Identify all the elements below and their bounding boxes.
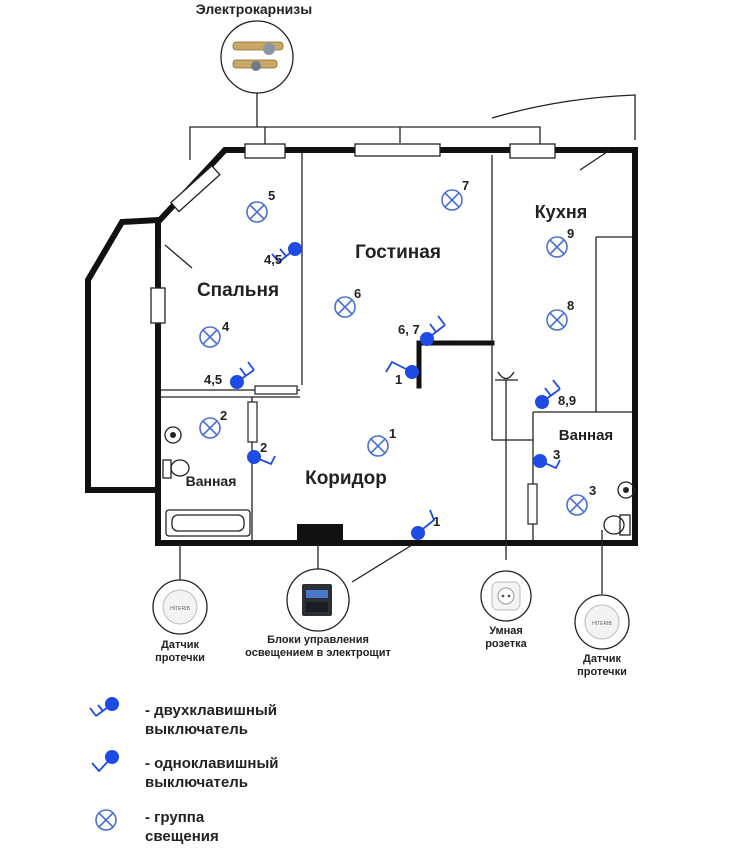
lamp-label: 5 xyxy=(268,188,275,203)
curtain-rods xyxy=(189,93,541,160)
leak-sensor-left-icon: HITERIB xyxy=(152,579,208,635)
switch-label: 4,5 xyxy=(264,252,282,267)
smart-socket-icon xyxy=(480,570,532,622)
legend-double-switch-line1: - двухклавишный xyxy=(145,702,277,719)
leak-sensor-right-caption-2: протечки xyxy=(577,666,627,678)
control-blocks-caption-2: освещением в электрощит xyxy=(245,647,391,659)
room-kitchen: Кухня xyxy=(535,202,588,222)
sensor-brand: HITERIB xyxy=(592,621,612,627)
lamp-icon xyxy=(441,189,463,211)
lamp-icon xyxy=(199,417,221,439)
lamp-icon xyxy=(546,309,568,331)
switch-label: 1 xyxy=(433,514,440,529)
leak-sensor-left-caption-1: Датчик xyxy=(161,639,199,651)
leak-sensor-right-caption-1: Датчик xyxy=(583,653,621,665)
switch-label: 4,5 xyxy=(204,372,222,387)
bath-fixtures-right xyxy=(603,481,635,536)
legend-single-switch-line1: - одноклавишный xyxy=(145,755,278,772)
legend-light-group-line2: свещения xyxy=(145,828,219,845)
double-switch-icon xyxy=(420,315,446,346)
legend-light-group-line1: - группа xyxy=(145,809,205,826)
lamp-label: 1 xyxy=(389,426,396,441)
double-switch-icon xyxy=(271,242,302,263)
legend-lamp-icon xyxy=(95,809,117,831)
control-block-icon xyxy=(286,568,350,632)
legend-double-switch-line2: выключатель xyxy=(145,721,248,738)
control-blocks-caption-1: Блоки управления xyxy=(267,634,369,646)
switch-label: 1 xyxy=(395,372,402,387)
legend-double-switch-icon xyxy=(89,697,119,717)
room-bath-left: Ванная xyxy=(186,473,237,489)
legend: - двухклавишный выключатель - одноклавиш… xyxy=(89,697,278,845)
lamp-icon xyxy=(566,494,588,516)
leak-sensor-left-caption-2: протечки xyxy=(155,652,205,664)
room-corridor: Коридор xyxy=(305,468,387,489)
sensor-brand: HITERIB xyxy=(170,606,190,612)
lamp-icon xyxy=(334,296,356,318)
lamp-icon xyxy=(367,435,389,457)
lamp-label: 8 xyxy=(567,298,574,313)
legend-single-switch-line2: выключатель xyxy=(145,774,248,791)
lamp-icon xyxy=(199,326,221,348)
lamp-label: 9 xyxy=(567,226,574,241)
legend-single-switch-icon xyxy=(91,750,119,773)
smart-socket-caption-2: розетка xyxy=(485,638,527,650)
switch-label: 6, 7 xyxy=(398,322,420,337)
switch-label: 2 xyxy=(260,440,267,455)
bath-fixtures-left xyxy=(162,426,251,537)
single-switch-icon xyxy=(385,360,419,379)
switch-label: 8,9 xyxy=(558,393,576,408)
leak-sensor-right-icon: HITERIB xyxy=(574,594,630,650)
lamp-label: 2 xyxy=(220,408,227,423)
lamp-label: 4 xyxy=(222,319,230,334)
smart-socket-caption-1: Умная xyxy=(489,625,523,637)
lamp-label: 6 xyxy=(354,286,361,301)
lamp-label: 7 xyxy=(462,178,469,193)
lamp-label: 3 xyxy=(589,483,596,498)
room-bath-right: Ванная xyxy=(559,427,613,444)
single-switch-icon xyxy=(411,509,436,540)
curtains-title: Электрокарнизы xyxy=(196,1,312,17)
lamp-icon xyxy=(246,201,268,223)
single-switch-icon xyxy=(533,454,561,470)
walls xyxy=(85,94,638,583)
switch-label: 3 xyxy=(553,447,560,462)
double-switch-icon xyxy=(535,379,561,409)
room-bedroom: Спальня xyxy=(197,280,279,301)
lamp-icon xyxy=(546,236,568,258)
curtain-motor-device xyxy=(220,20,294,94)
double-switch-icon xyxy=(230,361,255,389)
room-living: Гостиная xyxy=(355,242,441,263)
single-switch-icon xyxy=(247,450,276,466)
